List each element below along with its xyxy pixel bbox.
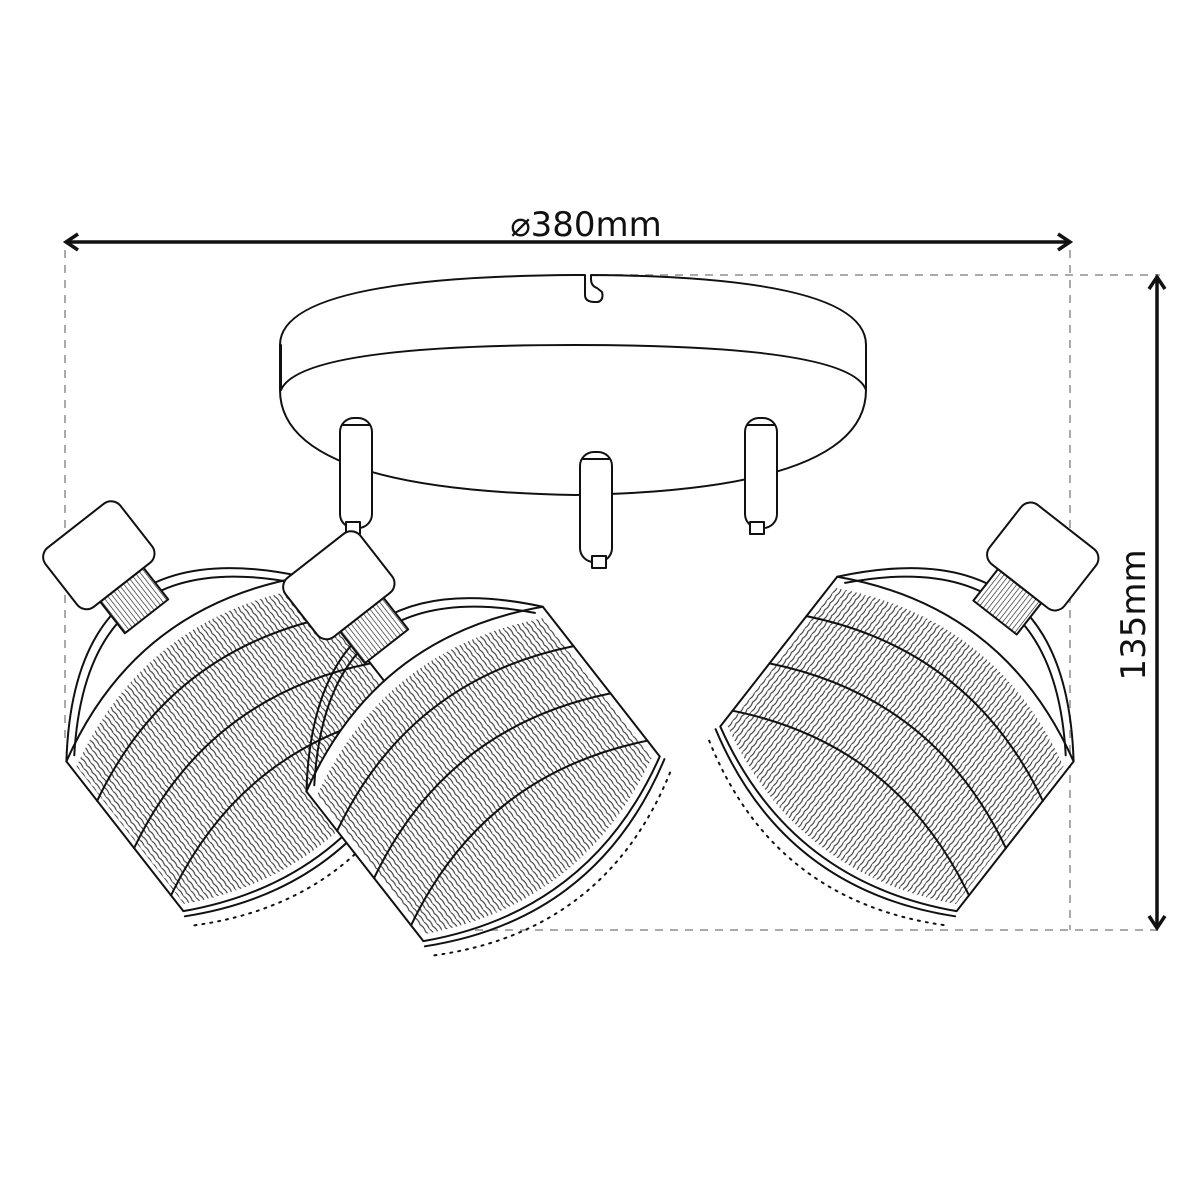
dimension-guides [64, 250, 1160, 931]
height-dimension-arrow [1147, 273, 1167, 932]
height-label: 135mm [1114, 549, 1154, 680]
lamp-center [282, 530, 672, 957]
lamp-left [42, 500, 432, 927]
arm-left [339, 417, 373, 535]
arm-right [744, 417, 778, 535]
diameter-label: ⌀380mm [510, 205, 662, 245]
lamp-right [708, 501, 1100, 927]
arm-center [579, 451, 613, 569]
width-dimension-arrow [62, 232, 1074, 252]
ceiling-canopy [279, 274, 867, 496]
